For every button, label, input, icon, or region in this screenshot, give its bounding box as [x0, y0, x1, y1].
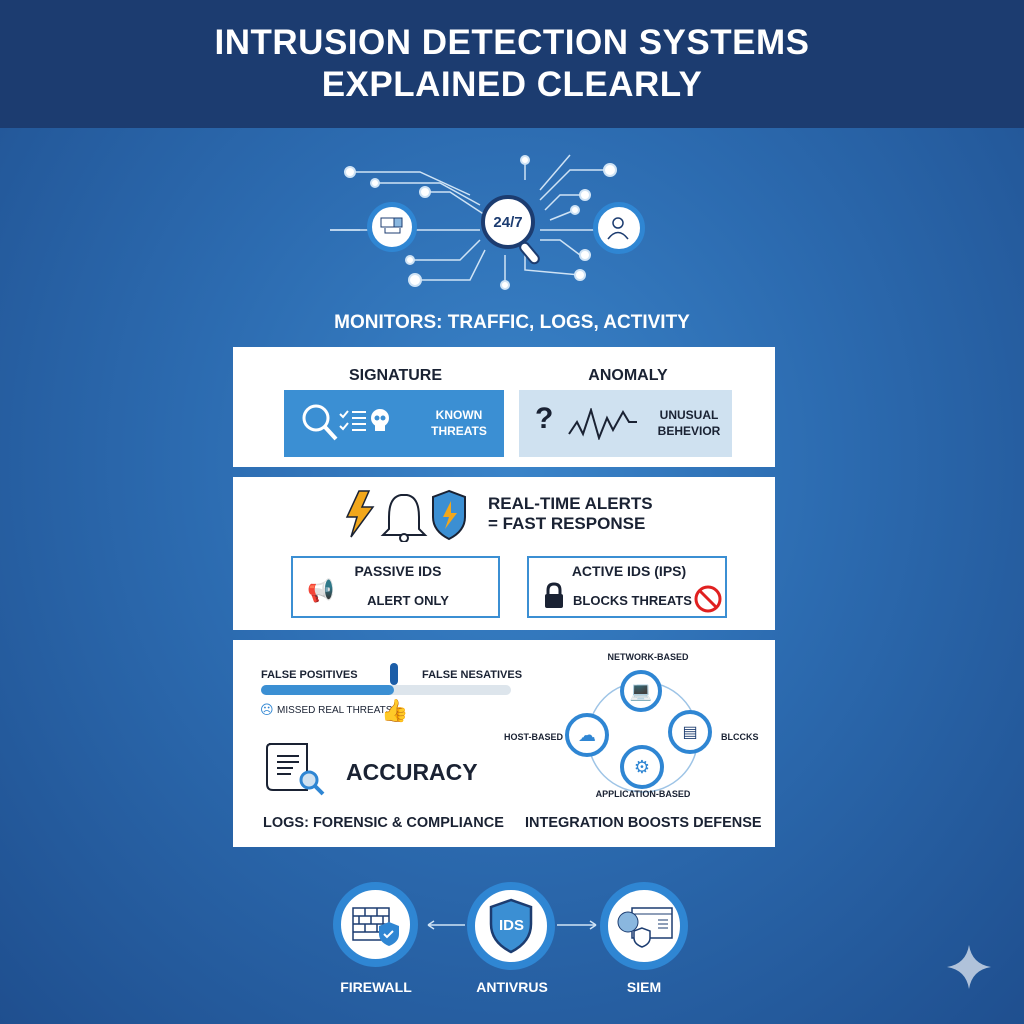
anomaly-card: ? UNUSUAL BEHEVIOR: [519, 390, 732, 457]
arrow-left-icon: [427, 920, 465, 930]
accuracy-integration-panel: FALSE POSITIVES FALSE NESATIVES ☹ MISSED…: [233, 640, 775, 847]
application-based-node: ⚙: [620, 745, 664, 789]
question-icon: ?: [535, 402, 554, 435]
antivirus-label: ANTIVRUS: [476, 979, 548, 995]
integration-caption: INTEGRATION BOOSTS DEFENSE: [525, 815, 762, 831]
megaphone-icon: 📢: [307, 578, 335, 603]
blocks-label: BLCCKS: [721, 732, 759, 742]
siem-dashboard-icon: [617, 907, 673, 948]
magnifier-badge: 24/7: [481, 195, 535, 249]
user-icon: [593, 202, 645, 254]
realtime-alerts-line-2: = FAST RESPONSE: [488, 514, 646, 533]
detection-methods-panel: SIGNATURE ANOMALY KNOWN THREATS ? UNUSUA…: [233, 347, 775, 467]
slider-handle[interactable]: [389, 663, 398, 685]
log-document-search-icon: [266, 743, 325, 796]
logs-caption: LOGS: FORENSIC & COMPLIANCE: [263, 815, 504, 831]
blocks-threats-label: BLOCKS THREATS: [573, 593, 692, 608]
thumbs-up-icon: 👍: [381, 698, 409, 723]
prohibited-icon: [694, 585, 722, 613]
active-ids-title: ACTIVE IDS (IPS): [571, 563, 687, 579]
blocks-node: ▤: [668, 710, 712, 754]
passive-ids-box: PASSIVE IDS 📢 ALERT ONLY: [291, 556, 500, 618]
alerts-panel: REAL-TIME ALERTS = FAST RESPONSE PASSIVE…: [233, 477, 775, 630]
false-negatives-label: FALSE NESATIVES: [422, 669, 523, 681]
host-based-label: HOST-BASED: [504, 732, 564, 742]
ids-badge: IDS: [499, 917, 525, 934]
always-on-badge: 24/7: [493, 213, 523, 231]
accuracy-title: ACCURACY: [346, 759, 478, 785]
unusual-behavior-line-1: UNUSUAL: [659, 408, 719, 422]
title-line-1: INTRUSION DETECTION SYSTEMS: [214, 23, 810, 62]
false-positives-label: FALSE POSITIVES: [261, 669, 358, 681]
monitors-caption: MONITORS: TRAFFIC, LOGS, ACTIVITY: [334, 312, 690, 333]
header-banner: INTRUSION DETECTION SYSTEMS EXPLAINED CL…: [0, 0, 1024, 128]
lock-icon: [545, 582, 563, 608]
alert-only-label: ALERT ONLY: [367, 593, 449, 608]
siem-node: [600, 882, 688, 970]
ids-shield-icon: [489, 898, 533, 954]
active-ids-box: ACTIVE IDS (IPS) BLOCKS THREATS: [527, 556, 727, 618]
network-based-node: 💻: [620, 670, 662, 712]
connection-arrows: [427, 920, 597, 930]
realtime-alerts-text: REAL-TIME ALERTS = FAST RESPONSE: [488, 494, 653, 534]
application-based-label: APPLICATION-BASED: [595, 789, 691, 799]
slider-fill: [261, 685, 394, 695]
network-based-label: NETWORK-BASED: [607, 652, 689, 662]
sad-face-icon: ☹: [260, 702, 274, 717]
known-threats-line-1: KNOWN: [435, 408, 483, 422]
missed-threats-label: MISSED REAL THREATS: [277, 705, 393, 716]
lightning-icon: [345, 490, 375, 538]
host-based-node: ☁: [565, 713, 609, 757]
accuracy-slider[interactable]: [261, 663, 511, 695]
signature-title: SIGNATURE: [348, 367, 443, 384]
passive-ids-title: PASSIVE IDS: [354, 563, 442, 579]
known-threats-line-2: THREATS: [431, 424, 487, 438]
ids-node: IDS: [467, 882, 555, 970]
firewall-label: FIREWALL: [340, 979, 412, 995]
unusual-behavior-line-2: BEHEVIOR: [657, 424, 721, 438]
arrow-right-icon: [557, 920, 597, 930]
server-network-icon: [367, 202, 417, 252]
sparkle-icon: [947, 945, 991, 989]
search-checklist-skull-icon: [302, 404, 389, 441]
realtime-alerts-line-1: REAL-TIME ALERTS: [488, 494, 653, 513]
waveform-icon: [568, 408, 637, 440]
brick-wall-shield-icon: [351, 906, 399, 946]
signature-card: KNOWN THREATS: [284, 390, 504, 457]
known-threats-label: KNOWN THREATS: [424, 407, 494, 439]
anomaly-title: ANOMALY: [588, 367, 668, 384]
alert-icons: [345, 489, 466, 542]
unusual-behavior-label: UNUSUAL BEHEVIOR: [649, 407, 729, 439]
siem-label: SIEM: [626, 979, 662, 995]
bell-icon: [380, 494, 428, 536]
title-line-2: EXPLAINED CLEARLY: [321, 65, 703, 104]
firewall-node: [333, 882, 418, 967]
